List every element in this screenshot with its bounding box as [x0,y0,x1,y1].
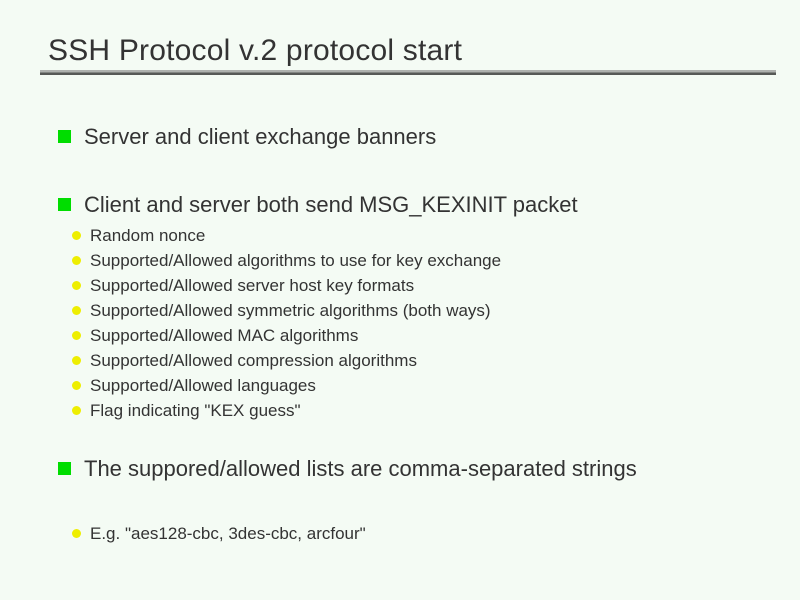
sub-bullet-text: Supported/Allowed MAC algorithms [90,326,359,345]
bullet-text: The suppored/allowed lists are comma-sep… [84,456,637,481]
slide-title: SSH Protocol v.2 protocol start [48,34,463,67]
sub-bullet-text: Supported/Allowed server host key format… [90,276,415,295]
yellow-circle-bullet-icon [72,381,81,390]
sub-bullet-item: Random nonce [72,223,501,248]
sub-bullet-item: Supported/Allowed symmetric algorithms (… [72,298,501,323]
yellow-circle-bullet-icon [72,256,81,265]
yellow-circle-bullet-icon [72,529,81,538]
bullet-text: Client and server both send MSG_KEXINIT … [84,192,578,217]
yellow-circle-bullet-icon [72,331,81,340]
sub-bullet-item: Flag indicating "KEX guess" [72,398,501,423]
yellow-circle-bullet-icon [72,406,81,415]
bullet-text: Server and client exchange banners [84,124,437,149]
sub-bullet-text: Supported/Allowed compression algorithms [90,351,417,370]
sub-bullet-text: Random nonce [90,226,206,245]
sub-bullet-item: E.g. "aes128-cbc, 3des-cbc, arcfour" [72,521,366,546]
sub-bullet-text: Supported/Allowed symmetric algorithms (… [90,301,491,320]
kexinit-sub-list: Random nonce Supported/Allowed algorithm… [72,223,501,423]
sub-bullet-item: Supported/Allowed MAC algorithms [72,323,501,348]
yellow-circle-bullet-icon [72,356,81,365]
sub-bullet-item: Supported/Allowed server host key format… [72,273,501,298]
sub-bullet-text: Supported/Allowed languages [90,376,316,395]
sub-bullet-text: Supported/Allowed algorithms to use for … [90,251,502,270]
green-square-bullet-icon [58,130,71,143]
bullet-item-kexinit: Client and server both send MSG_KEXINIT … [58,191,578,219]
yellow-circle-bullet-icon [72,281,81,290]
sub-bullet-text: E.g. "aes128-cbc, 3des-cbc, arcfour" [90,524,366,543]
bullet-item-banners: Server and client exchange banners [58,123,436,151]
title-underline-rule [40,70,776,75]
sub-bullet-item: Supported/Allowed languages [72,373,501,398]
yellow-circle-bullet-icon [72,231,81,240]
sub-bullet-text: Flag indicating "KEX guess" [90,401,301,420]
green-square-bullet-icon [58,198,71,211]
sub-bullet-item: Supported/Allowed compression algorithms [72,348,501,373]
bullet-item-comma-separated: The suppored/allowed lists are comma-sep… [58,451,637,486]
green-square-bullet-icon [58,462,71,475]
sub-bullet-item: Supported/Allowed algorithms to use for … [72,248,501,273]
comma-separated-sub-list: E.g. "aes128-cbc, 3des-cbc, arcfour" [72,521,366,546]
yellow-circle-bullet-icon [72,306,81,315]
